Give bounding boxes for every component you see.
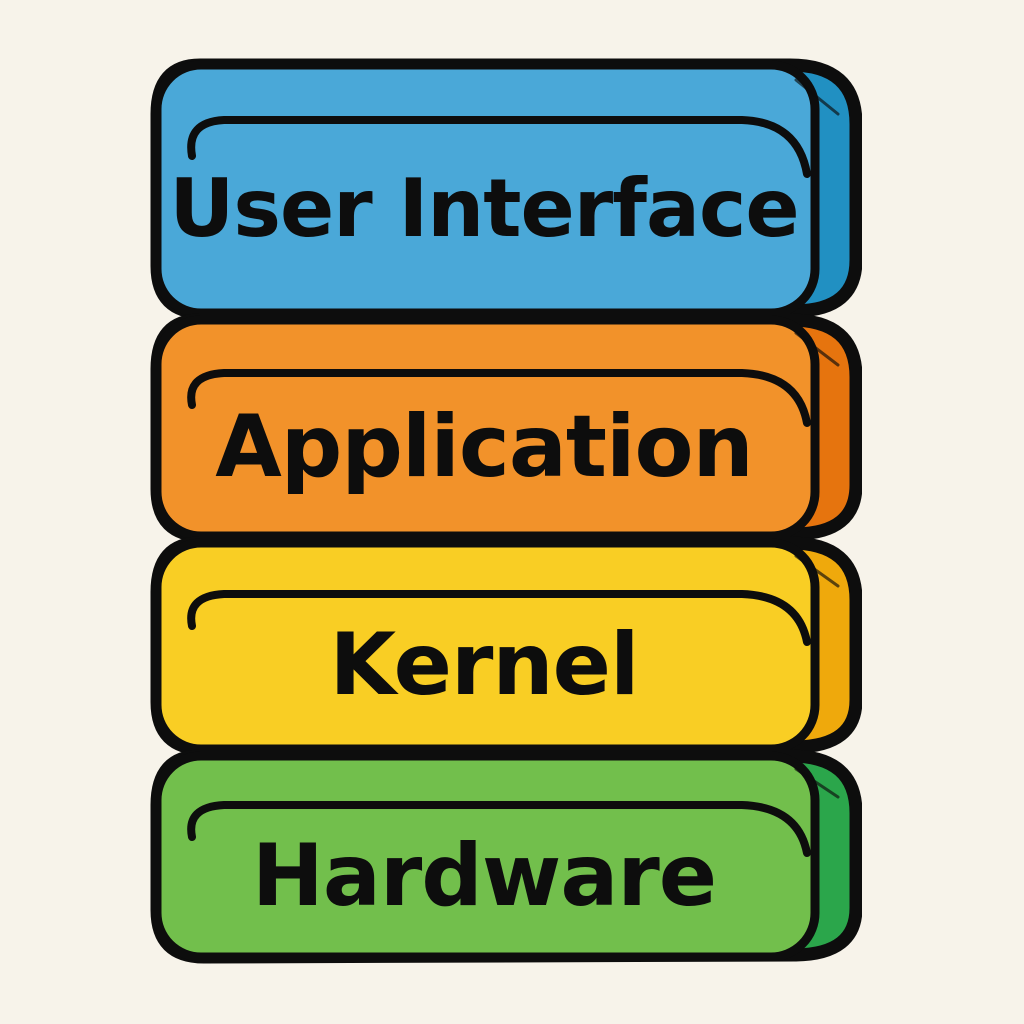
layer-crease-line: [794, 331, 840, 367]
layer-front-face: [152, 60, 820, 318]
layer-shape-hardware: [150, 749, 862, 964]
layer-bevel-line: [187, 801, 811, 857]
layer-crease-line: [794, 78, 840, 116]
layer-bevel-line: [187, 590, 811, 646]
layer-crease-line: [794, 554, 840, 588]
layer-block-kernel: Kernel: [150, 536, 862, 756]
layer-front-face: [152, 751, 820, 962]
layer-front-face: [152, 315, 820, 541]
layer-bevel-line: [187, 369, 811, 427]
layer-block-user-interface: User Interface: [150, 58, 862, 320]
layer-block-hardware: Hardware: [150, 749, 862, 964]
layer-shape-kernel: [150, 536, 862, 756]
layer-shape-application: [150, 313, 862, 543]
layer-front-face: [152, 538, 820, 754]
layer-bevel-line: [187, 116, 811, 178]
layer-stack: User Interface Application Kernel: [150, 58, 862, 964]
layer-block-application: Application: [150, 313, 862, 543]
layer-crease-line: [794, 767, 840, 799]
layer-shape-user-interface: [150, 58, 862, 320]
